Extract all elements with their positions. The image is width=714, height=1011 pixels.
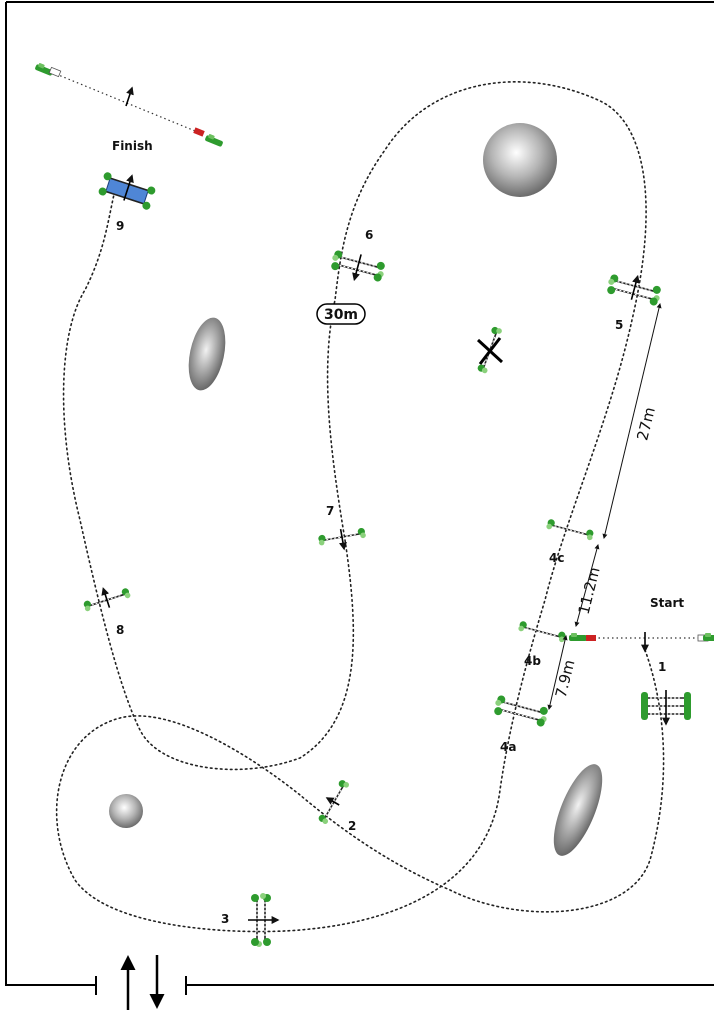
dimension-label-11-2m: 11.2m	[575, 565, 604, 616]
obstacle-6-number: 6	[365, 228, 373, 242]
obstacle-1	[641, 690, 691, 726]
distance-badge: 30m	[316, 303, 366, 325]
obstacle-5-number: 5	[615, 318, 623, 332]
obstacle-4b	[516, 619, 568, 644]
dimension-line-11-2m	[574, 544, 600, 627]
large-ball-decoration	[483, 123, 557, 197]
obstacle-7-number: 7	[326, 504, 334, 518]
obstacle-9	[98, 172, 156, 210]
small-ball-decoration	[109, 794, 143, 828]
start-line	[569, 632, 714, 653]
dimension-label-7-9m: 7.9m	[552, 658, 579, 700]
obstacle-4c-number: 4c	[549, 551, 564, 565]
obstacle-2-number: 2	[348, 819, 356, 833]
obstacle-6	[328, 248, 388, 284]
finish-line	[34, 61, 225, 148]
finish-label: Finish	[112, 139, 153, 153]
start-label: Start	[650, 596, 684, 610]
oval-decoration-right	[553, 764, 603, 856]
cross-mark-icon	[476, 337, 504, 365]
dimension-label-27m: 27m	[633, 405, 659, 442]
distance-badge-text: 30m	[324, 307, 358, 323]
obstacle-4b-number: 4b	[524, 654, 541, 668]
arena-boundary	[5, 2, 714, 986]
dimension-line-7-9m	[547, 635, 568, 710]
obstacle-1-number: 1	[658, 660, 666, 674]
obstacle-2	[316, 777, 351, 826]
obstacle-8-number: 8	[116, 623, 124, 637]
obstacle-4c	[544, 517, 596, 542]
obstacle-4a	[491, 693, 551, 729]
start-flag-left	[569, 633, 587, 641]
finish-flag-right	[204, 132, 225, 148]
obstacle-7	[316, 526, 368, 551]
obstacle-3-number: 3	[221, 912, 229, 926]
obstacle-8	[81, 586, 132, 613]
dimension-line-27m	[602, 303, 662, 539]
obstacle-4a-number: 4a	[500, 740, 516, 754]
finish-direction-icon	[125, 86, 134, 107]
obstacle-5	[604, 272, 664, 308]
start-flag-right	[703, 633, 714, 641]
obstacle-9-number: 9	[116, 219, 124, 233]
oval-decoration-left	[188, 317, 226, 391]
